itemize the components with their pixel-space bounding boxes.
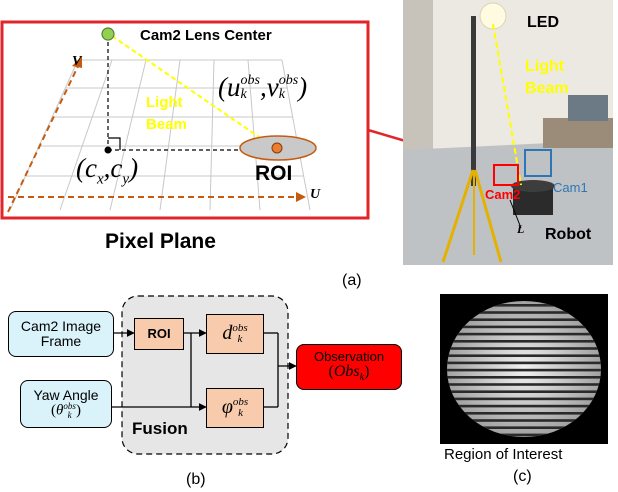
observation-label: Observation [313,349,385,365]
pixel-plane-frame [0,20,370,220]
u-axis-arrow [296,192,306,202]
roi-stripe [447,433,601,437]
roi-box-label: ROI [147,326,171,342]
roi-stripe [447,304,601,307]
panel-a-caption: (a) [342,272,362,289]
panel-c-roi: Region of Interest (c) [440,294,608,492]
obs-u: u [227,72,241,102]
roi-stripe [447,383,601,386]
cam2-box [493,164,519,186]
obs-expr-sub: k [359,372,365,384]
u-axis-label: U [310,187,321,202]
d-symbol: d [222,321,233,344]
roi-title: Region of Interest [444,446,563,463]
roi-stripe [447,361,601,365]
principal-x: x [96,171,104,188]
pixel-plane-diagram [0,20,495,220]
photo-led-label: LED [527,14,559,31]
roi-stripe [447,325,601,329]
right-angle-marker [108,137,121,150]
theta-sup: obs [63,401,76,412]
cam1-box [524,149,552,177]
principal-point-dot [104,146,112,154]
obs-v: v [266,72,279,102]
panel-b-caption: (b) [186,471,206,488]
observation-box: Observation (Obsk) [296,344,402,390]
photo-robot-label: Robot [545,226,592,243]
v-axis-label: V [72,54,82,69]
lens-center-dot [101,27,115,41]
v-axis [7,61,81,213]
pixel-plane-title: Pixel Plane [105,230,216,253]
obs-v-sub: k [278,86,285,102]
roi-stripe [447,332,601,336]
principal-point-label: (cx,cy) [76,153,139,188]
photo-light-beam-line1: Light [525,58,565,75]
obs-expr: Obs [333,362,360,380]
roi-stripe [447,397,601,401]
roi-box: ROI [134,318,184,350]
d-sup: obs [232,322,248,335]
principal-c1: c [85,153,97,183]
roi-stripe [447,419,601,422]
photo-l-label: L [517,222,525,236]
roi-stripe [447,318,601,321]
lens-center-label: Cam2 Lens Center [140,27,272,44]
roi-stripe [447,311,601,314]
obs-u-sub: k [240,86,247,102]
photo-drawing [403,0,613,265]
theta-sub: k [67,410,72,421]
roi-stripe [447,404,601,408]
roi-label: ROI [255,162,293,185]
light-beam-line [111,35,273,147]
robot-setup-photo: LED Light Beam Cam2 Cam1 Robot L [403,0,613,265]
roi-stripe [447,340,601,343]
photo-light-beam-line2: Beam [525,80,569,97]
phi-symbol: φ [221,395,233,418]
obs-u-sup: obs [240,72,260,88]
yaw-angle-label: Yaw Angle [33,386,99,403]
light-beam-label-line2: Beam [146,116,187,133]
phi-sup: obs [232,396,249,409]
theta-symbol: θ [56,402,64,419]
photo-cam1-label: Cam1 [553,180,588,195]
roi-image [440,294,608,444]
principal-y: y [122,171,130,188]
cam2-image-frame-box: Cam2 Image Frame [8,311,114,357]
roi-stripe [447,376,601,379]
roi-stripe [447,368,601,372]
light-beam-label-line1: Light [146,94,183,111]
roi-stripe [447,390,601,393]
photo-cam2-label: Cam2 [485,187,521,202]
phi-sub: k [238,407,243,420]
roi-stripe [447,412,601,415]
obs-v-sup: obs [278,72,299,88]
roi-center-dot [271,142,283,154]
principal-c2: c [110,153,123,183]
photo-light-beam [492,23,522,186]
v-axis-arrow [72,56,82,68]
panel-c-caption: (c) [513,468,532,485]
fusion-label: Fusion [132,419,188,438]
cam2-image-frame-line1: Cam2 Image [20,318,102,335]
roi-stripe [447,426,601,429]
roi-stripe [447,347,601,350]
cam2-image-frame-line2: Frame [40,333,82,349]
roi-stripe [447,354,601,357]
roi-stripes [447,304,601,437]
d-sub: k [237,333,243,346]
